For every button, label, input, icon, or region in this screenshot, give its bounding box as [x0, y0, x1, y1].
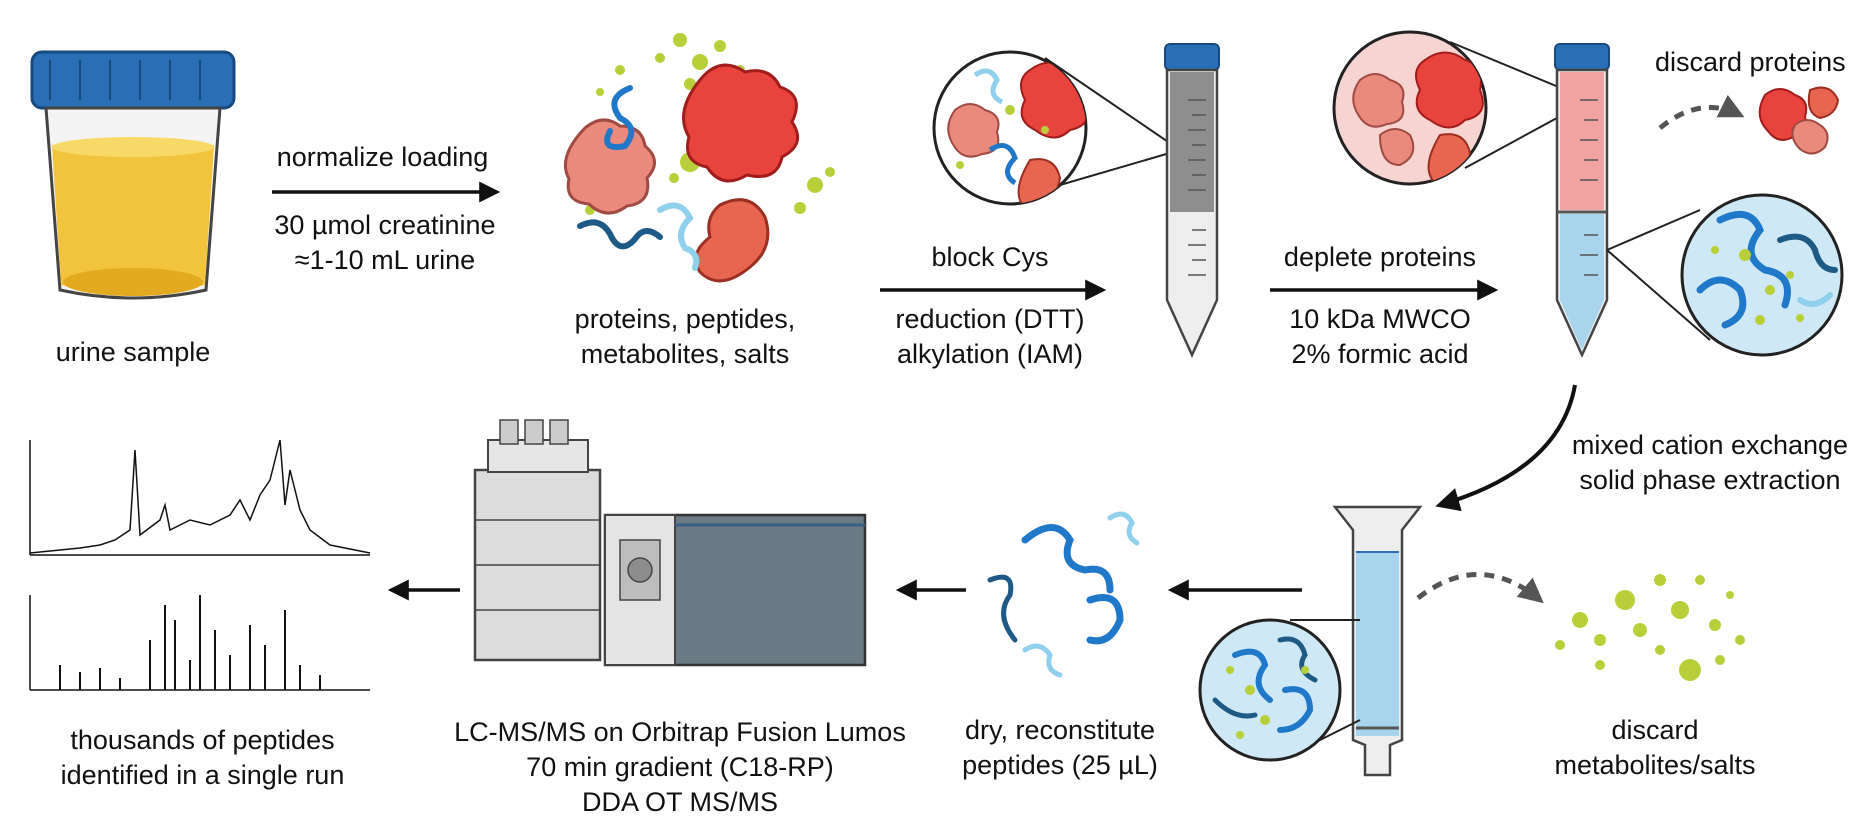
discard-proteins-text: discard proteins — [1655, 47, 1846, 77]
deplete-line-2: 2% formic acid — [1291, 339, 1469, 369]
spe-cartridge-icon — [1332, 505, 1423, 777]
discard-metabolites-line-2: metabolites/salts — [1554, 750, 1756, 780]
discarded-metabolites-icon — [1555, 574, 1745, 681]
dry-line-1: dry, reconstitute — [964, 715, 1156, 745]
lcms-label: LC-MS/MS on Orbitrap Fusion Lumos 70 min… — [430, 715, 930, 820]
block-cys-line-1: reduction (DTT) — [895, 304, 1085, 334]
spe-label: mixed cation exchange solid phase extrac… — [1555, 428, 1865, 498]
block-cys-line-2: alkylation (IAM) — [896, 339, 1084, 369]
block-cys-label: block Cys — [890, 240, 1090, 275]
deplete-proteins-details: 10 kDa MWCO 2% formic acid — [1265, 302, 1495, 372]
discard-metabolites-label: discard metabolites/salts — [1530, 713, 1780, 783]
lcms-instrument-icon — [473, 419, 867, 667]
magnifier-circle-3 — [1606, 193, 1844, 357]
spe-line-1: mixed cation exchange — [1571, 430, 1849, 460]
discarded-proteins-icon — [1758, 86, 1840, 155]
mixture-molecules-icon — [564, 33, 835, 283]
discard-metabolites-line-1: discard — [1611, 715, 1699, 745]
result-label: thousands of peptides identified in a si… — [30, 723, 375, 793]
normalize-title: normalize loading — [276, 142, 489, 172]
normalize-details: 30 µmol creatinine ≈1-10 mL urine — [240, 208, 530, 278]
dry-line-2: peptides (25 µL) — [962, 750, 1158, 780]
deplete-proteins-label: deplete proteins — [1265, 240, 1495, 275]
deplete-line-1: 10 kDa MWCO — [1289, 304, 1471, 334]
discard-proteins-label: discard proteins — [1655, 45, 1875, 80]
dashed-arrow-discard-metabolites — [1416, 572, 1544, 604]
block-cys-details: reduction (DTT) alkylation (IAM) — [870, 302, 1110, 372]
result-line-1: thousands of peptides — [70, 725, 335, 755]
magnifier-circle-1 — [932, 50, 1181, 206]
urine-cup-icon — [30, 50, 236, 300]
dashed-arrow-discard-proteins — [1658, 94, 1745, 130]
magnifier-circle-2 — [1332, 30, 1591, 186]
mixture-label: proteins, peptides, metabolites, salts — [550, 302, 820, 372]
tube-2-icon — [1554, 43, 1610, 359]
lcms-line-1: LC-MS/MS on Orbitrap Fusion Lumos — [454, 717, 906, 747]
result-line-2: identified in a single run — [60, 760, 345, 790]
urine-sample-label: urine sample — [40, 335, 226, 370]
ms-spectrum-icon — [29, 595, 370, 691]
mixture-line-1: proteins, peptides, — [574, 304, 796, 334]
peptides-cluster-icon — [987, 511, 1140, 678]
lcms-line-3: DDA OT MS/MS — [581, 787, 779, 817]
urine-sample-text: urine sample — [55, 337, 211, 367]
lcms-line-2: 70 min gradient (C18-RP) — [526, 752, 834, 782]
tube-1-icon — [1164, 43, 1220, 359]
dry-reconstitute-label: dry, reconstitute peptides (25 µL) — [945, 713, 1175, 783]
magnifier-circle-4 — [1198, 618, 1361, 762]
normalize-line-1: 30 µmol creatinine — [274, 210, 496, 240]
normalize-line-2: ≈1-10 mL urine — [294, 245, 476, 275]
spe-line-2: solid phase extraction — [1579, 465, 1841, 495]
mixture-line-2: metabolites, salts — [580, 339, 790, 369]
arrow-spe — [1435, 384, 1577, 512]
block-cys-title: block Cys — [931, 242, 1049, 272]
normalize-label: normalize loading — [250, 140, 515, 175]
chromatogram-icon — [29, 439, 371, 556]
deplete-proteins-title: deplete proteins — [1283, 242, 1477, 272]
